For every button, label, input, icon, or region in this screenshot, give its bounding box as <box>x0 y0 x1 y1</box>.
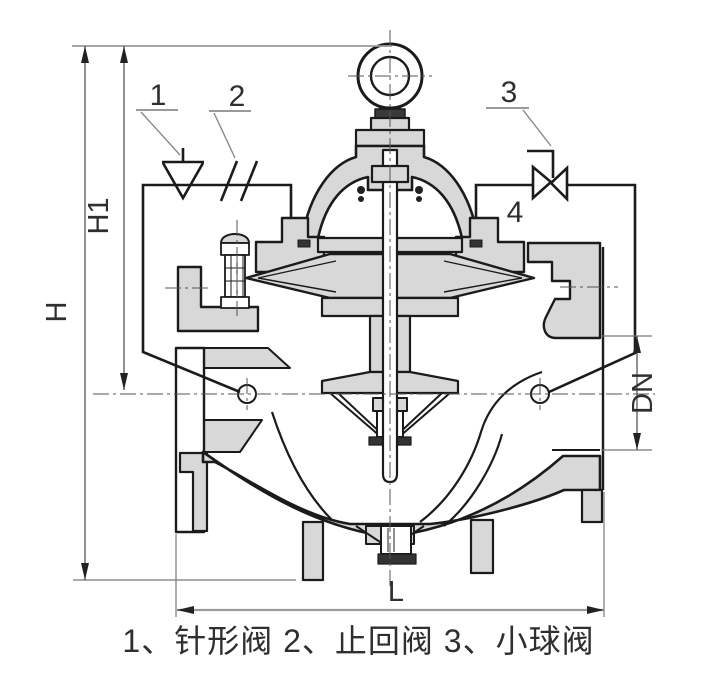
foot-right <box>469 518 495 575</box>
dim-label-H1: H1 <box>83 197 115 234</box>
callout-2: 2 <box>229 80 246 113</box>
pilot-bolt-flange-bottom <box>220 296 250 309</box>
inlet-flange <box>174 346 206 534</box>
pilot-bolt-shank <box>224 254 246 298</box>
valve-body <box>174 42 605 582</box>
callout-2-leader <box>213 112 236 159</box>
callout-1-leader <box>140 111 181 156</box>
figure-caption: 1、针形阀 2、止回阀 3、小球阀 <box>122 623 595 659</box>
pilot-pipe-right-a <box>474 183 533 218</box>
pilot-pipe-right-b <box>548 183 637 394</box>
diaphragm-inner-lines <box>257 260 523 293</box>
body-bowl <box>201 450 602 539</box>
inlet-flange-foot <box>178 451 209 533</box>
spring-washer <box>415 186 423 194</box>
inlet-wall-upper <box>203 347 291 369</box>
bonnet-bolt-left <box>297 239 311 248</box>
outlet-flange-foot <box>580 488 604 524</box>
outlet-bracket-right <box>526 241 602 340</box>
inlet-passage-web <box>270 411 333 521</box>
callout-3: 3 <box>501 76 518 109</box>
bottom-plug-gasket <box>377 553 417 565</box>
needle-valve-symbol <box>161 148 205 201</box>
dim-arrowheads <box>81 46 641 614</box>
callout-3-leader <box>522 109 552 147</box>
dim-label-H: H <box>41 302 73 323</box>
ball-valve-symbol <box>527 149 569 203</box>
dim-label-L: L <box>388 576 404 608</box>
pilot-piping <box>141 148 637 394</box>
bottom-plug <box>380 525 412 555</box>
inlet-wall-lower <box>203 419 263 453</box>
pilot-bolt-cap <box>220 233 250 244</box>
pilot-bolt-flange-top <box>220 242 250 256</box>
guide-struts <box>329 392 451 438</box>
check-valve-symbol <box>219 160 259 202</box>
bottom-plug-threads <box>387 528 395 552</box>
spring-washer <box>416 196 422 202</box>
outlet-passage-webs <box>419 370 543 527</box>
spring-washer <box>358 196 364 202</box>
pilot-pipe-left <box>141 183 293 394</box>
dimensions: H H1 DN L <box>41 45 659 617</box>
centerlines <box>93 30 655 588</box>
callout-labels: 1 2 3 4 <box>136 76 552 229</box>
bonnet-bolt-right <box>469 239 483 248</box>
pilot-bracket-left <box>176 265 260 333</box>
foot-left <box>301 520 325 582</box>
callout-4: 4 <box>507 196 524 229</box>
dim-label-DN: DN <box>627 372 659 414</box>
callout-1: 1 <box>150 79 167 112</box>
spring-washer <box>357 186 365 194</box>
